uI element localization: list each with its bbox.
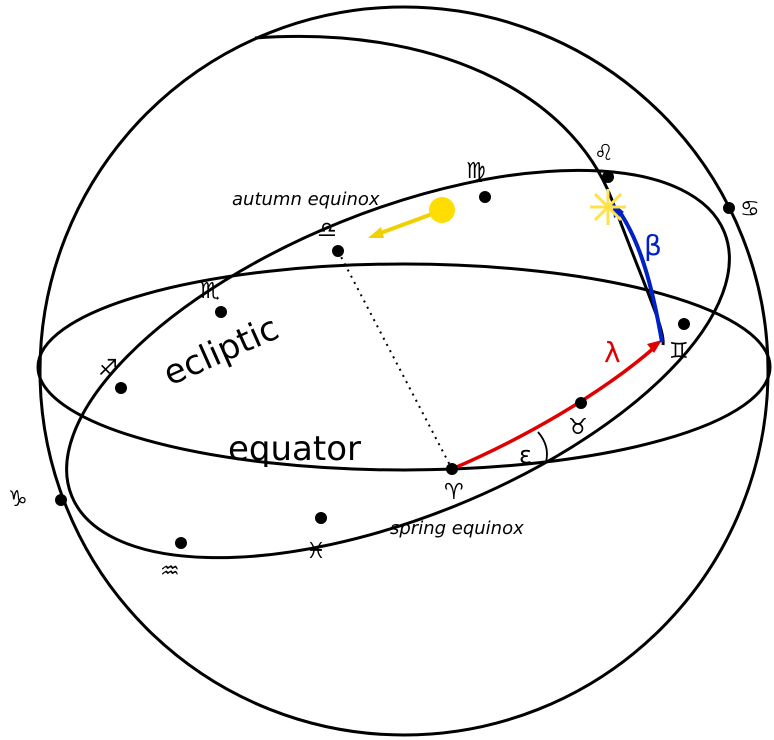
lambda-label: λ — [604, 336, 621, 369]
point-capricorn — [55, 494, 67, 506]
point-scorpio — [215, 306, 227, 318]
sun — [429, 197, 455, 223]
sign-scorpio: ♏ — [200, 279, 220, 304]
equator-label: equator — [228, 429, 361, 469]
lambda-arc — [451, 345, 657, 471]
autumn-equinox-label: autumn equinox — [232, 189, 380, 210]
point-gemini — [678, 318, 690, 330]
point-aries — [446, 463, 458, 475]
point-cancer — [723, 202, 735, 214]
point-aquarius — [175, 537, 187, 549]
beta-arc — [615, 206, 664, 343]
sign-leo: ♌ — [594, 141, 614, 166]
epsilon-angle-arc — [537, 431, 548, 463]
ecliptic-circle — [65, 168, 731, 560]
sign-cancer: ♋ — [740, 197, 760, 222]
sign-taurus: ♉ — [568, 415, 588, 440]
sun-path-arrow — [377, 212, 433, 236]
sign-pisces: ♓ — [306, 539, 326, 564]
sign-libra: ♎ — [317, 218, 337, 243]
point-leo — [602, 171, 614, 183]
point-pisces — [315, 512, 327, 524]
sign-sagittarius: ♐ — [98, 356, 118, 381]
star-icon — [590, 189, 626, 225]
spring-equinox-label: spring equinox — [390, 518, 524, 539]
point-libra — [332, 245, 344, 257]
sign-aquarius: ♒ — [160, 559, 180, 584]
beta-label: β — [644, 229, 662, 262]
lambda-arrowhead — [647, 340, 662, 353]
sun-arrowhead — [368, 227, 384, 238]
ecliptic-label: ecliptic — [157, 308, 284, 394]
point-sagittarius — [115, 382, 127, 394]
point-taurus — [575, 397, 587, 409]
celestial-sphere — [38, 5, 770, 737]
epsilon-label: ε — [519, 441, 532, 469]
equator-circle — [36, 262, 772, 472]
sign-aries: ♈ — [444, 480, 464, 505]
sign-gemini: ♊ — [669, 339, 689, 364]
point-virgo — [479, 191, 491, 203]
sign-capricorn: ♑ — [8, 487, 28, 512]
ecliptic-points — [55, 171, 735, 549]
sign-virgo: ♍ — [466, 159, 486, 184]
